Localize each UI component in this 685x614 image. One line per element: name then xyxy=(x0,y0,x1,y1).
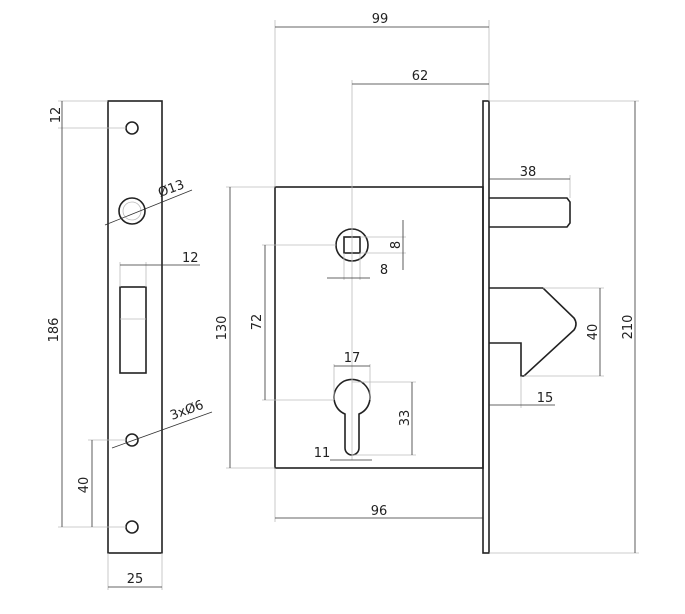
dim-cylinder-slot: 11 xyxy=(314,446,331,461)
spindle-hole-inner xyxy=(122,201,142,221)
faceplate-dimensions: 12 186 40 Ø13 12 3xØ6 25 xyxy=(47,100,213,590)
deadbolt xyxy=(489,197,571,228)
dim-center-distance: 72 xyxy=(250,314,265,331)
bolt-slot xyxy=(119,286,147,374)
dim-spindle-height: 8 xyxy=(389,241,404,249)
dim-bolt-throw: 38 xyxy=(520,165,537,180)
dim-latch-offset: 15 xyxy=(537,391,554,406)
screw-hole-bottom xyxy=(125,520,139,534)
dim-backset: 62 xyxy=(412,69,429,84)
dim-slot-width: 12 xyxy=(182,251,199,266)
body-dimensions: 99 62 38 130 72 8 8 17 33 11 4 xyxy=(215,12,639,554)
lock-case xyxy=(274,186,484,469)
spindle-hole xyxy=(118,197,146,225)
dim-cylinder-width: 17 xyxy=(344,351,361,366)
dim-screw-holes: 3xØ6 xyxy=(168,398,206,424)
dim-hole-spacing: 40 xyxy=(77,477,92,494)
dim-faceplate-side-height: 210 xyxy=(621,315,636,340)
dim-body-height: 130 xyxy=(215,316,230,341)
hook-latch xyxy=(489,287,577,377)
dim-body-depth: 96 xyxy=(371,504,388,519)
dim-faceplate-height: 186 xyxy=(47,318,62,343)
faceplate-outline xyxy=(107,100,163,554)
screw-hole-middle xyxy=(125,433,139,447)
screw-hole-top xyxy=(125,121,139,135)
dim-latch-height: 40 xyxy=(586,324,601,341)
dim-top-hole: 12 xyxy=(49,107,64,124)
faceplate-front-view xyxy=(107,100,163,554)
dim-spindle-width: 8 xyxy=(380,263,388,278)
faceplate-side xyxy=(482,100,490,554)
dim-hole-diameter: Ø13 xyxy=(156,178,186,201)
dim-faceplate-width: 25 xyxy=(127,572,144,587)
dim-total-depth: 99 xyxy=(372,12,389,27)
dim-cylinder-height: 33 xyxy=(398,410,413,427)
